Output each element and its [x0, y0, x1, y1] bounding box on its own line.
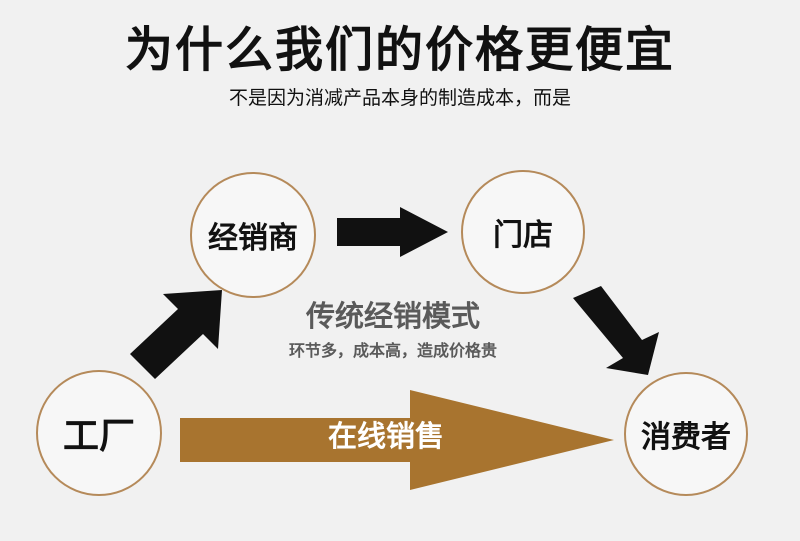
consumer-node: 消费者: [624, 372, 748, 496]
online-sales-arrow: [180, 390, 614, 490]
page-subtitle: 不是因为消减产品本身的制造成本，而是: [228, 87, 571, 109]
traditional-mode-title: 传统经销模式: [305, 299, 480, 333]
store-node: 门店: [461, 170, 585, 294]
page-title: 为什么我们的价格更便宜: [124, 22, 675, 78]
arrow-right-icon: [337, 207, 448, 257]
store-label: 门店: [493, 218, 553, 253]
online-sales-label: 在线销售: [327, 419, 444, 453]
dealer-node: 经销商: [190, 172, 316, 298]
arrow-up-right-icon: [130, 290, 222, 379]
consumer-label: 消费者: [641, 420, 731, 455]
dealer-label: 经销商: [208, 221, 298, 256]
factory-node: 工厂: [36, 370, 162, 496]
factory-label: 工厂: [62, 416, 135, 457]
arrow-down-right-icon: [573, 286, 659, 375]
traditional-mode-description: 环节多，成本高，造成价格贵: [288, 341, 497, 360]
